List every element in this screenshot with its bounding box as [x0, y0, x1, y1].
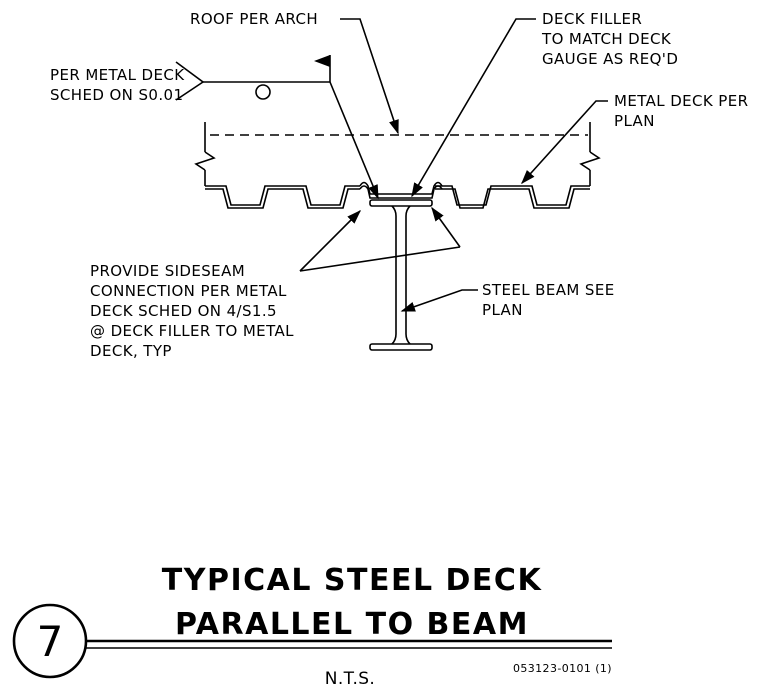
- label-sideseam-2: CONNECTION PER METAL: [90, 282, 287, 300]
- circle-symbol: [255, 84, 271, 100]
- sideseam-leader: [299, 206, 461, 272]
- label-deck-filler-1: DECK FILLER: [542, 10, 642, 28]
- scale-note: N.T.S.: [325, 669, 376, 689]
- label-deck-filler-3: GAUGE AS REQ'D: [542, 50, 678, 68]
- label-per-metal-deck-2: SCHED ON S0.01: [50, 86, 183, 104]
- per-metal-deck-leader: [175, 55, 379, 200]
- steel-beam: [369, 199, 433, 351]
- title-line-2: PARALLEL TO BEAM: [175, 607, 529, 642]
- label-sideseam-5: DECK, TYP: [90, 342, 172, 360]
- roof-slab: [194, 122, 601, 186]
- roof-leader: [340, 18, 399, 135]
- deck-filler: [359, 181, 443, 195]
- label-deck-filler-2: TO MATCH DECK: [541, 30, 672, 48]
- steel-beam-leader: [400, 289, 478, 312]
- label-sideseam-3: DECK SCHED ON 4/S1.5: [90, 302, 277, 320]
- metal-deck: [205, 181, 590, 209]
- label-sideseam-1: PROVIDE SIDESEAM: [90, 262, 245, 280]
- label-metal-deck-2: PLAN: [614, 112, 655, 130]
- label-sideseam-4: @ DECK FILLER TO METAL: [90, 322, 294, 340]
- label-steel-beam-1: STEEL BEAM SEE: [482, 281, 615, 299]
- label-steel-beam-2: PLAN: [482, 301, 523, 319]
- metal-deck-leader: [521, 100, 608, 185]
- reference-number: 053123-0101 (1): [513, 662, 612, 675]
- detail-number: 7: [37, 617, 64, 666]
- label-roof: ROOF PER ARCH: [190, 10, 318, 28]
- label-per-metal-deck-1: PER METAL DECK: [50, 66, 185, 84]
- flag-icon: [314, 55, 330, 67]
- label-metal-deck-1: METAL DECK PER: [614, 92, 748, 110]
- deck-filler-leader: [411, 18, 536, 198]
- title-line-1: TYPICAL STEEL DECK: [162, 563, 543, 598]
